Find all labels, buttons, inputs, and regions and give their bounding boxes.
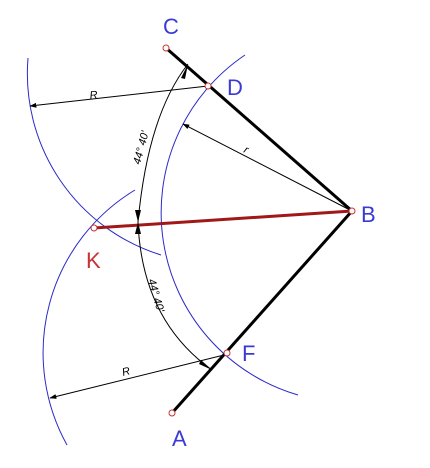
angle-arrow-mid-up <box>135 210 141 222</box>
point-label-a: A <box>172 426 187 451</box>
label-angle-lower: 44° 40' <box>145 278 166 315</box>
label-radius-upper: R <box>89 89 98 102</box>
label-angle-upper: 44° 40' <box>131 129 152 166</box>
point-label-k: K <box>86 248 101 273</box>
point-c-marker <box>162 44 170 52</box>
point-a-marker <box>168 409 176 417</box>
point-label-c: C <box>163 14 179 39</box>
angle-arrow-top <box>181 64 188 79</box>
point-k-marker <box>90 224 98 232</box>
angle-arrow-bottom <box>199 360 212 370</box>
label-radius-small: r <box>242 144 252 157</box>
radius-upper-line <box>29 85 209 108</box>
point-label-d: D <box>227 75 243 100</box>
point-label-b: B <box>361 202 376 227</box>
point-label-f: F <box>242 341 255 366</box>
arc-centered-b <box>160 54 299 396</box>
bisector-bk <box>93 209 353 230</box>
side-ab <box>170 210 354 414</box>
arc-centered-c <box>26 57 162 256</box>
point-b-marker <box>348 207 356 215</box>
radius-lower-line <box>49 353 229 399</box>
arc-centered-a <box>42 189 136 446</box>
point-d-marker <box>204 82 212 90</box>
radius-r-line <box>182 123 351 211</box>
angle-dimension-arc <box>137 63 213 371</box>
side-cb <box>165 46 353 213</box>
point-f-marker <box>223 349 231 357</box>
angle-arrow-mid-down <box>135 222 141 234</box>
label-radius-lower: R <box>121 365 132 379</box>
